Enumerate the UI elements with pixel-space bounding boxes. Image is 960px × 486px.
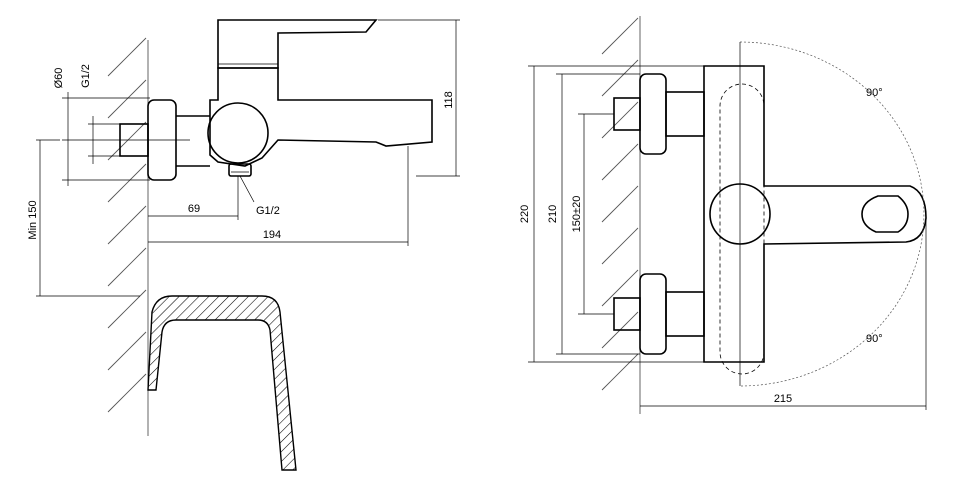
angle-top-label: 90° <box>866 87 883 99</box>
dim-210-label: 210 <box>547 205 559 223</box>
g12-top-label: G1/2 <box>80 64 92 88</box>
hidden-lever <box>719 83 765 375</box>
lever-handle <box>217 19 378 69</box>
dim-150-label: 150±20 <box>571 196 583 233</box>
dim-118-label: 118 <box>443 91 455 109</box>
dim-194-label: 194 <box>263 229 281 241</box>
mixer-body <box>209 67 433 167</box>
spout-slot <box>861 195 909 233</box>
top-flange <box>639 73 667 155</box>
dia60-label: Ø60 <box>53 68 65 89</box>
g12-bottom-label: G1/2 <box>256 205 280 217</box>
front-mixer-body <box>703 65 927 363</box>
front-view: 90° 90° 220 210 150±20 215 <box>519 16 927 414</box>
angle-bottom-label: 90° <box>866 333 883 345</box>
rotation-arc <box>739 41 925 387</box>
top-inlet <box>613 97 641 131</box>
cartridge-circle <box>207 102 269 164</box>
side-view: Ø60 G1/2 118 69 G1/2 194 Min 150 <box>27 19 460 471</box>
dim-69-label: 69 <box>188 203 200 215</box>
min150-label: Min 150 <box>27 200 39 239</box>
bathtub-section <box>147 295 297 471</box>
dim-215-label: 215 <box>774 393 792 405</box>
dim-220-label: 220 <box>519 205 531 223</box>
bottom-flange <box>639 273 667 355</box>
